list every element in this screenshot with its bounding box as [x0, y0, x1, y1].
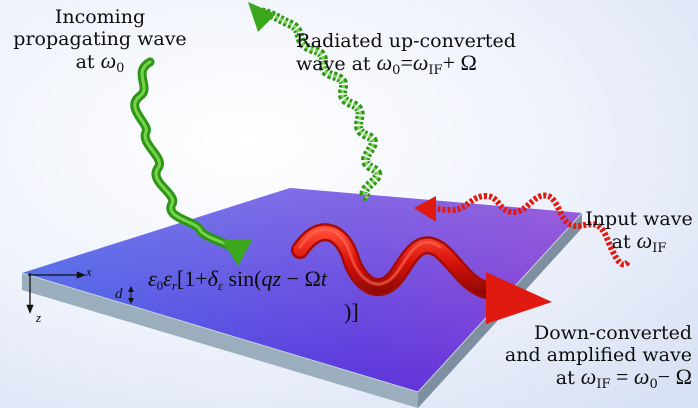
radiated-arrowhead — [248, 2, 276, 32]
formula-line1: ε0εr[1+δε sin(qz − Ωt — [148, 266, 327, 293]
formula-line2: )] — [344, 299, 359, 324]
radiated-line1: Radiated up-converted — [296, 30, 516, 52]
incoming-line1: Incoming — [54, 6, 146, 28]
incoming-line2: propagating wave — [13, 28, 187, 50]
input-line2: at ωIF — [611, 228, 667, 257]
permittivity-formula: ε0εr[1+δε sin(qz − Ωt )] — [148, 266, 359, 325]
thickness-label: d — [115, 286, 123, 302]
input-line1: Input wave — [585, 208, 693, 230]
down-line1: Down-converted — [533, 322, 692, 344]
radiated-wave-label: Radiated up-converted wave at ω0=ωIF+ Ω — [296, 30, 516, 82]
dielectric-slab — [21, 188, 583, 408]
incoming-arrowhead — [222, 240, 252, 266]
coordinate-axes — [26, 271, 86, 314]
axis-x-label: x — [86, 264, 92, 279]
downconverted-arrowhead — [486, 272, 552, 324]
input-wave — [425, 192, 631, 268]
downconverted-wave-label: Down-converted and amplified wave at ωIF… — [500, 322, 692, 396]
down-line2: and amplified wave — [504, 344, 692, 366]
input-wave-label: Input wave at ωIF — [584, 208, 694, 260]
incoming-line3: at ω0 — [75, 48, 125, 77]
thickness-marker — [128, 286, 134, 304]
input-arrowhead — [414, 196, 436, 222]
axis-z-label: z — [36, 310, 42, 325]
down-line3: at ωIF = ω0− Ω — [555, 364, 692, 393]
radiated-line2: wave at ω0=ωIF+ Ω — [296, 50, 477, 79]
incoming-wave-label: Incoming propagating wave at ω0 — [10, 6, 190, 80]
